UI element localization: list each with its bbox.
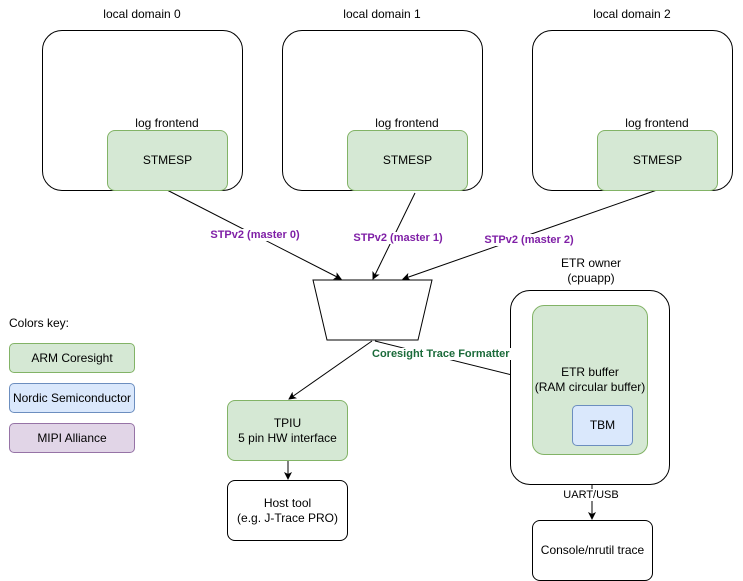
stmesp-1: STMESP bbox=[347, 130, 468, 191]
key-nordic-semiconductor: Nordic Semiconductor bbox=[9, 383, 135, 413]
etr-owner-line1: ETR owner bbox=[560, 256, 622, 270]
tpiu-line1: TPIU bbox=[273, 415, 302, 430]
etr-owner-line2: (cpuapp) bbox=[567, 271, 615, 285]
host-tool-line2: (e.g. J-Trace PRO) bbox=[237, 510, 338, 525]
etr-buffer-line2: (RAM circular buffer) bbox=[534, 380, 646, 394]
etr-owner-label: ETR owner (cpuapp) bbox=[561, 256, 621, 286]
tbm-box: TBM bbox=[572, 405, 633, 446]
tpiu-box: TPIU 5 pin HW interface bbox=[227, 400, 348, 461]
key-arm-coresight: ARM Coresight bbox=[9, 343, 135, 373]
stp-label-master-0: STPv2 (master 0) bbox=[209, 229, 301, 241]
log-frontend-label-2: log frontend bbox=[625, 116, 689, 130]
uart-usb-label: UART/USB bbox=[563, 489, 619, 501]
stmesp-0: STMESP bbox=[107, 130, 228, 191]
log-frontend-label-0: log frontend bbox=[135, 116, 199, 130]
trace-funnel-shape bbox=[312, 279, 433, 341]
colors-key-title: Colors key: bbox=[9, 316, 70, 330]
link-to-etr bbox=[374, 340, 533, 383]
stmesp-2: STMESP bbox=[597, 130, 718, 191]
trace-formatter-label: Coresight Trace Formatter bbox=[371, 348, 511, 360]
log-frontend-label-1: log frontend bbox=[375, 116, 439, 130]
domain-2-title: local domain 2 bbox=[593, 7, 671, 21]
stp-label-master-1: STPv2 (master 1) bbox=[352, 232, 444, 244]
domain-0-title: local domain 0 bbox=[103, 7, 181, 21]
etr-buffer-line1: ETR buffer bbox=[561, 365, 619, 379]
key-mipi-alliance: MIPI Alliance bbox=[9, 423, 135, 453]
host-tool-box: Host tool (e.g. J-Trace PRO) bbox=[227, 480, 348, 541]
link-to-tpiu bbox=[288, 340, 373, 400]
stp-label-master-2: STPv2 (master 2) bbox=[483, 234, 575, 246]
domain-1-title: local domain 1 bbox=[343, 7, 421, 21]
tpiu-line2: 5 pin HW interface bbox=[238, 430, 337, 445]
console-box: Console/nrutil trace bbox=[532, 520, 653, 581]
host-tool-line1: Host tool bbox=[263, 495, 312, 510]
